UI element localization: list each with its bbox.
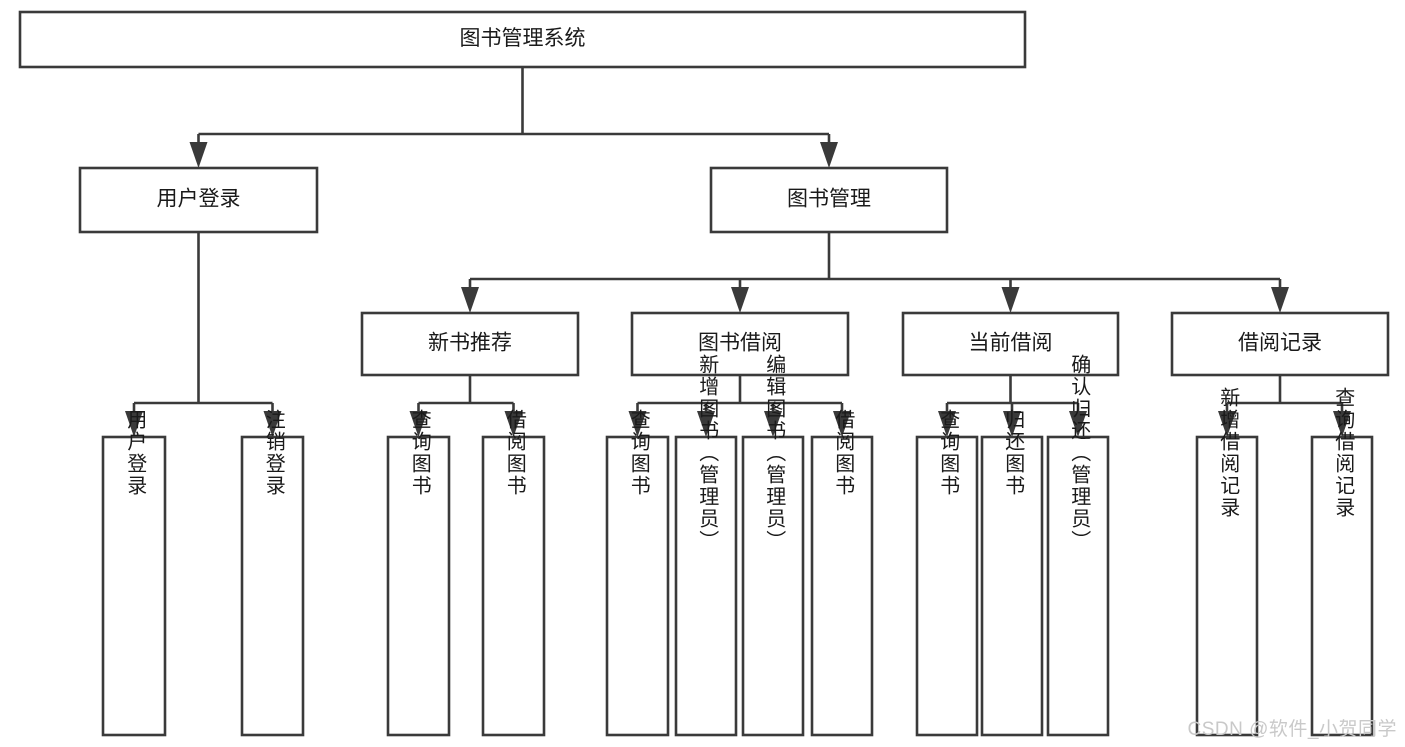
node-label: 用户登录 xyxy=(124,409,147,497)
node-label: 图书管理 xyxy=(787,188,871,211)
node-layer: 图书管理系统用户登录图书管理新书推荐图书借阅当前借阅借阅记录用户登录注销登录查询… xyxy=(18,10,1390,737)
arrow-head-icon xyxy=(409,411,428,437)
node-label: 编辑图书（管理员） xyxy=(763,354,786,552)
arrow-head-icon xyxy=(1001,287,1020,313)
node-box[interactable] xyxy=(240,435,305,737)
node-box[interactable] xyxy=(901,311,1120,377)
arrow-head-icon xyxy=(628,411,647,437)
node-label: 新增借阅记录 xyxy=(1217,387,1240,519)
arrow-head-icon xyxy=(820,142,838,168)
node-leaf-leaf-logout[interactable]: 注销登录 xyxy=(240,409,305,737)
arrow-head-icon xyxy=(764,411,782,437)
arrow-head-icon xyxy=(189,142,208,168)
node-leaf-leaf-confirm-return[interactable]: 确认归还（管理员） xyxy=(1046,354,1110,737)
node-label: 当前借阅 xyxy=(969,332,1053,355)
arrow-head-icon xyxy=(461,287,479,313)
node-leaf-leaf-borrow-book-rec[interactable]: 借阅图书 xyxy=(481,409,546,737)
arrow-head-icon xyxy=(1218,411,1236,437)
node-leaf-leaf-query-book-rec[interactable]: 查询图书 xyxy=(386,409,451,737)
node-label: 确认归还（管理员） xyxy=(1068,354,1091,552)
node-current-borrow[interactable]: 当前借阅 xyxy=(901,311,1120,377)
node-label: 借阅图书 xyxy=(832,409,855,497)
node-box[interactable] xyxy=(630,311,850,377)
node-box[interactable] xyxy=(18,10,1027,69)
node-label: 注销登录 xyxy=(262,409,285,497)
node-box[interactable] xyxy=(101,435,167,737)
node-box[interactable] xyxy=(1046,435,1110,737)
arrow-head-icon xyxy=(504,411,523,437)
node-box[interactable] xyxy=(481,435,546,737)
node-root[interactable]: 图书管理系统 xyxy=(18,10,1027,69)
node-leaf-leaf-query-record[interactable]: 查询借阅记录 xyxy=(1310,387,1374,737)
node-label: 查询图书 xyxy=(408,409,431,497)
node-leaf-leaf-query-book-borrow[interactable]: 查询图书 xyxy=(605,409,670,737)
node-label: 借阅记录 xyxy=(1238,332,1322,355)
node-label: 图书管理系统 xyxy=(460,27,586,50)
node-label: 新书推荐 xyxy=(428,332,512,355)
node-leaf-leaf-add-book[interactable]: 新增图书（管理员） xyxy=(674,354,738,737)
node-box[interactable] xyxy=(360,311,580,377)
node-box[interactable] xyxy=(980,435,1044,737)
arrow-head-icon xyxy=(1333,411,1351,437)
node-box[interactable] xyxy=(915,435,979,737)
node-box[interactable] xyxy=(741,435,805,737)
node-box[interactable] xyxy=(709,166,949,234)
node-label: 归还图书 xyxy=(1002,409,1025,497)
arrow-head-icon xyxy=(938,411,956,437)
node-label: 图书借阅 xyxy=(698,332,782,355)
arrow-head-icon xyxy=(125,411,143,437)
node-box[interactable] xyxy=(674,435,738,737)
node-label: 新增图书（管理员） xyxy=(696,354,719,552)
node-box[interactable] xyxy=(1195,435,1259,737)
node-leaf-leaf-query-book-current[interactable]: 查询图书 xyxy=(915,409,979,737)
node-box[interactable] xyxy=(1310,435,1374,737)
node-book-borrow[interactable]: 图书借阅 xyxy=(630,311,850,377)
arrow-head-icon xyxy=(1069,411,1087,437)
node-leaf-leaf-add-record[interactable]: 新增借阅记录 xyxy=(1195,387,1259,737)
node-label: 查询图书 xyxy=(937,409,960,497)
node-label: 用户登录 xyxy=(157,188,241,211)
node-box[interactable] xyxy=(1170,311,1390,377)
node-label: 查询图书 xyxy=(627,409,650,497)
node-leaf-leaf-return-book[interactable]: 归还图书 xyxy=(980,409,1044,737)
node-borrow-record[interactable]: 借阅记录 xyxy=(1170,311,1390,377)
arrow-head-icon xyxy=(833,411,851,437)
node-label: 借阅图书 xyxy=(503,409,526,497)
node-leaf-leaf-borrow-book[interactable]: 借阅图书 xyxy=(810,409,874,737)
arrow-head-icon xyxy=(1271,287,1289,313)
arrow-head-icon xyxy=(1003,411,1021,437)
connector-layer xyxy=(125,67,1351,437)
node-leaf-leaf-user-login[interactable]: 用户登录 xyxy=(101,409,167,737)
node-book-manage[interactable]: 图书管理 xyxy=(709,166,949,234)
arrow-head-icon xyxy=(263,411,282,437)
node-user-login[interactable]: 用户登录 xyxy=(78,166,319,234)
node-label: 查询借阅记录 xyxy=(1332,387,1355,519)
arrow-head-icon xyxy=(731,287,749,313)
arrow-head-icon xyxy=(697,411,715,437)
node-leaf-leaf-edit-book[interactable]: 编辑图书（管理员） xyxy=(741,354,805,737)
node-box[interactable] xyxy=(386,435,451,737)
node-box[interactable] xyxy=(78,166,319,234)
node-new-book-rec[interactable]: 新书推荐 xyxy=(360,311,580,377)
node-box[interactable] xyxy=(605,435,670,737)
node-box[interactable] xyxy=(810,435,874,737)
